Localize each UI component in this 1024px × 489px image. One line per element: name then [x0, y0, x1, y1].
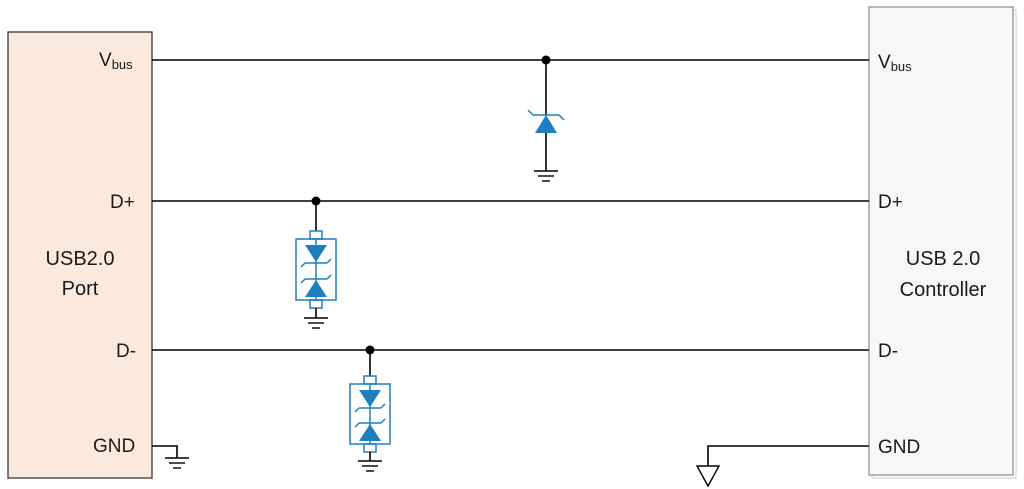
controller-pin-dminus: D- [878, 341, 898, 362]
usb-port-box [7, 31, 153, 479]
controller-pin-vbus: Vbus [878, 52, 912, 74]
port-pin-vbus: Vbus [99, 50, 133, 72]
dminus-tvs-array [349, 345, 391, 472]
port-pin-vbus-main: V [99, 50, 112, 71]
dminus-bottom-terminal [363, 443, 377, 453]
usb-port-label-line2: Port [62, 278, 99, 300]
dminus-top-terminal [363, 375, 377, 385]
port-ground [152, 445, 189, 469]
controller-pin-vbus-main: V [878, 52, 891, 73]
dplus-tvs-array [295, 196, 337, 329]
controller-pin-dplus: D+ [878, 192, 903, 213]
port-pin-dminus: D- [116, 341, 136, 362]
usb-controller-block: USB 2.0 Controller [868, 6, 1017, 479]
controller-label-line1: USB 2.0 [906, 248, 980, 270]
port-pin-vbus-sub: bus [112, 57, 133, 72]
controller-pin-gnd: GND [878, 437, 920, 458]
dminus-upper-diode-icon [359, 390, 381, 407]
port-pin-gnd: GND [93, 436, 135, 457]
controller-box [868, 6, 1014, 476]
usb-port-label-line1: USB2.0 [46, 248, 115, 270]
port-pin-dplus: D+ [110, 192, 135, 213]
ground-triangle-icon [695, 465, 721, 488]
dplus-upper-diode-icon [305, 245, 327, 262]
controller-pin-vbus-sub: bus [891, 59, 912, 74]
controller-ground [695, 445, 869, 488]
dplus-top-terminal [309, 230, 323, 240]
vbus-tvs-diode [527, 55, 565, 182]
dminus-lower-diode-icon [359, 424, 381, 441]
dplus-bottom-terminal [309, 299, 323, 309]
usb-port-block: USB2.0 Port [7, 31, 153, 479]
zener-triangle-icon [535, 115, 557, 133]
dplus-lower-diode-icon [305, 280, 327, 297]
controller-label-line2: Controller [900, 279, 987, 301]
